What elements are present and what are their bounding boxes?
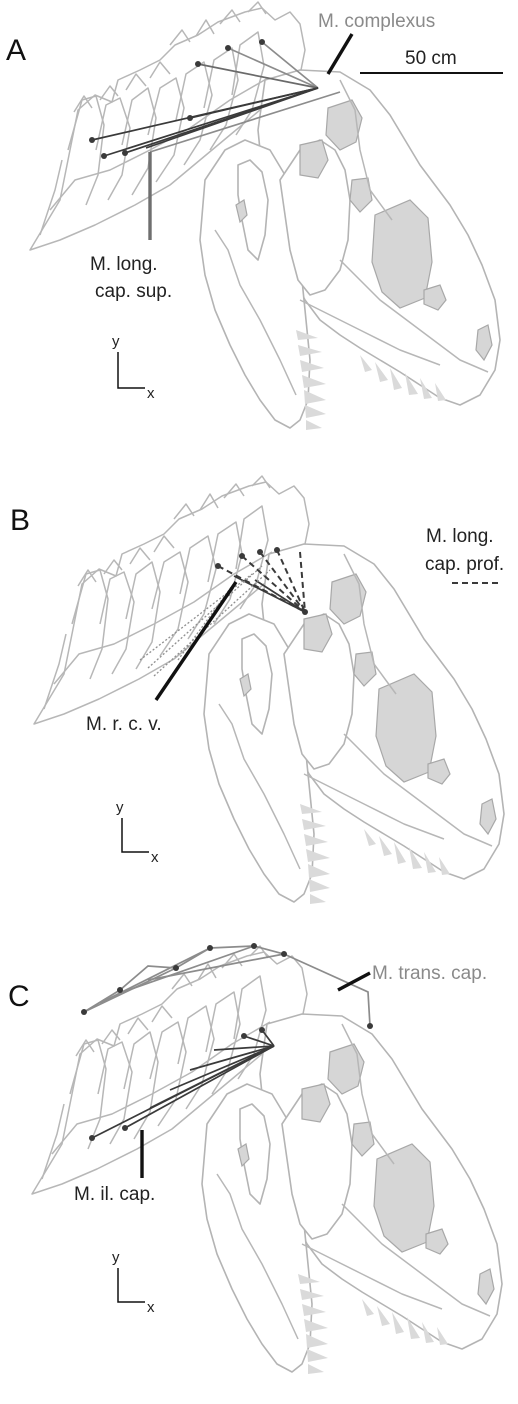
panel-c: C M. [8, 943, 502, 1374]
axis-y-label-c: y [112, 1249, 120, 1266]
label-m-r-c-v: M. r. c. v. [86, 714, 162, 735]
axis-x-label-a: x [147, 385, 155, 402]
label-m-long-cap-sup-line1: M. long. [90, 254, 158, 275]
axis-indicator-a: y x [112, 333, 155, 402]
panel-b: B M. r. c. v. M. long. cap. prof. [10, 476, 504, 904]
axis-indicator-c: y x [112, 1249, 155, 1316]
skull-illustration-c [32, 946, 502, 1374]
label-m-trans-cap: M. trans. cap. [372, 963, 487, 984]
label-m-long-cap-sup-line2: cap. sup. [95, 281, 172, 302]
panel-letter-a: A [6, 34, 26, 67]
axis-x-label-c: x [147, 1299, 155, 1316]
label-m-il-cap: M. il. cap. [74, 1184, 155, 1205]
label-m-long-cap-prof-line1: M. long. [426, 526, 494, 547]
axis-y-label-a: y [112, 333, 120, 350]
label-m-complexus: M. complexus [318, 11, 435, 32]
panel-letter-b: B [10, 504, 30, 537]
axis-indicator-b: y x [116, 799, 159, 866]
panel-a: A M. complexus 50 cm M. long. cap. su [6, 2, 503, 430]
axis-x-label-b: x [151, 849, 159, 866]
axis-y-label-b: y [116, 799, 124, 816]
scale-bar-label: 50 cm [405, 48, 457, 69]
label-m-long-cap-prof-line2: cap. prof. [425, 554, 504, 575]
panel-letter-c: C [8, 980, 30, 1013]
leader-complexus [328, 34, 352, 74]
